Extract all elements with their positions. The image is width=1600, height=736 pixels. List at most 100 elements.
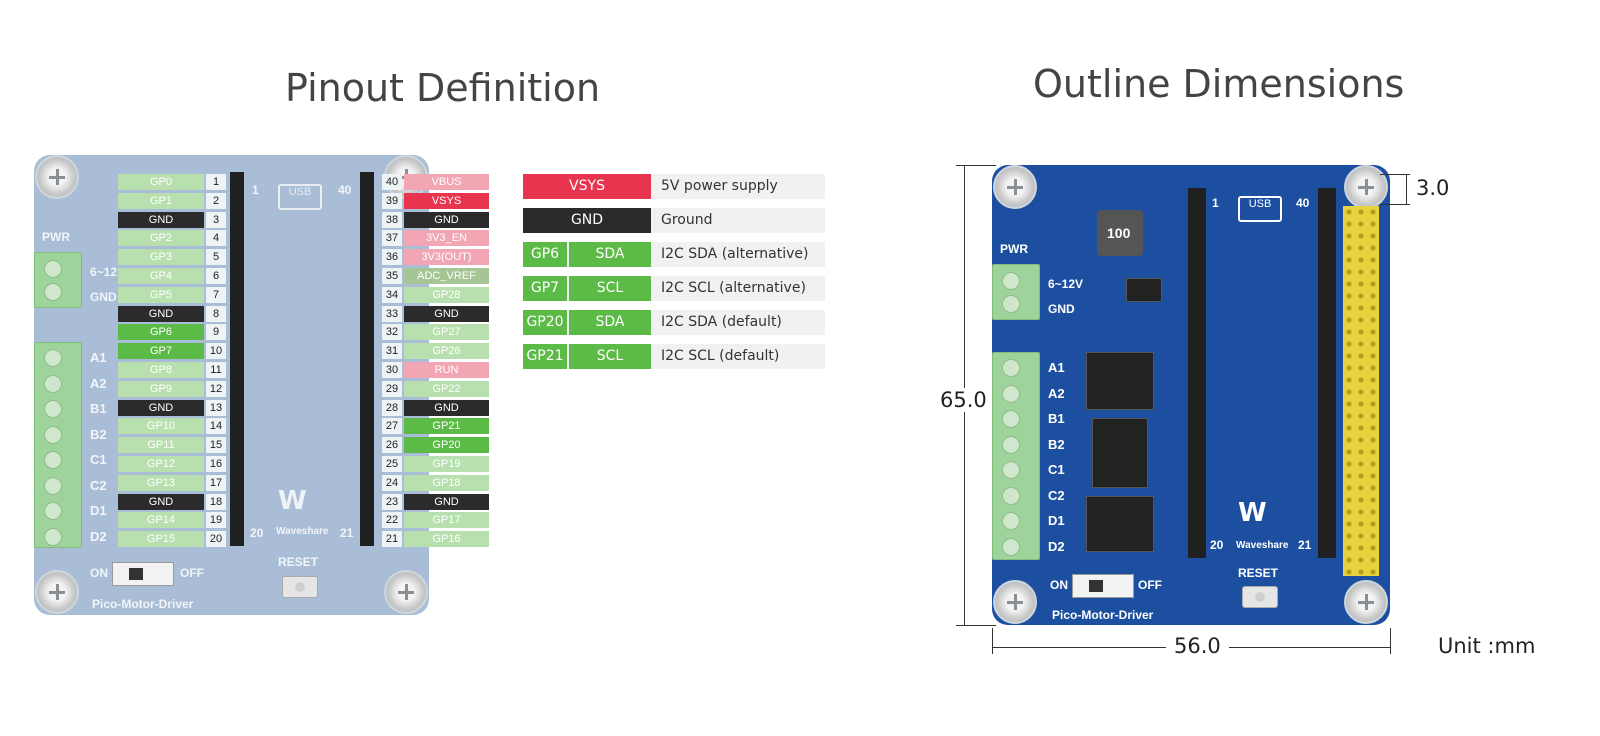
pin-number: 25 <box>382 456 402 472</box>
screw-icon <box>35 155 79 199</box>
pin-label: GP26 <box>404 343 489 360</box>
brand-label: Waveshare <box>276 526 329 537</box>
pin1-label: 1 <box>1212 196 1219 210</box>
legend-pin: GP6 <box>523 242 567 267</box>
on-label: ON <box>1050 578 1068 592</box>
pin-number: 9 <box>206 324 226 341</box>
pin-number: 21 <box>382 531 402 548</box>
pin-number: 2 <box>206 192 226 209</box>
legend-row: GND Ground <box>523 208 825 233</box>
height-dimension: 65.0 <box>940 388 987 412</box>
pin-number: 17 <box>206 474 226 491</box>
motor-label: D2 <box>1048 538 1065 554</box>
screw-icon <box>993 165 1037 209</box>
brand-label: Waveshare <box>1236 540 1289 551</box>
power-terminal <box>34 252 82 308</box>
legend-description: I2C SCL (alternative) <box>661 280 806 296</box>
unit-label: Unit :mm <box>1438 634 1536 658</box>
motor-terminal <box>34 342 82 548</box>
terminal-screw-icon <box>1002 410 1020 428</box>
legend-description: I2C SCL (default) <box>661 348 780 364</box>
pin-header-male <box>1343 206 1379 576</box>
pin-label: GP17 <box>404 512 489 529</box>
off-label: OFF <box>1138 578 1162 592</box>
terminal-screw-icon <box>1002 537 1020 556</box>
terminal-screw-icon <box>44 349 62 367</box>
pin-number: 30 <box>382 362 402 378</box>
legend-description: 5V power supply <box>661 178 778 194</box>
pin-number: 40 <box>382 174 402 190</box>
pin20-label: 20 <box>250 526 264 540</box>
pin-label: GP1 <box>118 192 204 209</box>
board-name: Pico-Motor-Driver <box>92 597 194 611</box>
legend-pin: GND <box>523 208 651 233</box>
motor-label: D1 <box>1048 513 1065 528</box>
terminal-screw-icon <box>44 374 62 393</box>
pin-label: 3V3_EN <box>404 230 489 247</box>
motor-label: A1 <box>1048 360 1065 375</box>
pinout-title: Pinout Definition <box>285 66 601 110</box>
pin-number: 29 <box>382 380 402 397</box>
pin-label: GP16 <box>404 531 489 548</box>
power-switch <box>1072 574 1134 598</box>
motor-label: B2 <box>90 426 107 442</box>
outline-title: Outline Dimensions <box>1033 62 1405 106</box>
pin-label: GP19 <box>404 456 489 472</box>
height-tick-top <box>956 165 996 166</box>
width-tick-right <box>1390 628 1391 654</box>
pin-label: GP6 <box>118 324 204 341</box>
pin-label: GP0 <box>118 174 204 190</box>
pin-label: GP15 <box>118 531 204 548</box>
pin-number: 3 <box>206 211 226 228</box>
pwr-label: PWR <box>1000 242 1028 256</box>
reset-label: RESET <box>278 555 319 569</box>
pin-number: 10 <box>206 343 226 360</box>
pin-number: 8 <box>206 305 226 322</box>
terminal-screw-icon <box>44 476 62 495</box>
pin20-label: 20 <box>1210 538 1224 552</box>
pin-label: ADC_VREF <box>404 268 489 284</box>
pin-number: 28 <box>382 399 402 416</box>
motor-label: C2 <box>1048 487 1065 503</box>
pin-number: 5 <box>206 249 226 266</box>
pin-number: 31 <box>382 343 402 360</box>
hole-dimension-line <box>1406 174 1407 204</box>
driver-chip <box>1086 496 1154 552</box>
vin-label: 6~12 <box>90 265 118 279</box>
motor-label: B1 <box>90 401 107 416</box>
pin-label: GP10 <box>118 418 204 435</box>
pin-number: 12 <box>206 380 226 397</box>
motor-label: A2 <box>1048 385 1065 401</box>
hole-dimension: 3.0 <box>1416 176 1450 200</box>
pin-label: GP11 <box>118 437 204 454</box>
pin-label: GP21 <box>404 418 489 435</box>
pin-number: 34 <box>382 286 402 303</box>
hole-tick-bottom <box>1380 204 1410 205</box>
right-header <box>1318 188 1336 558</box>
pwr-label: PWR <box>42 230 70 244</box>
pin-number: 27 <box>382 418 402 435</box>
usb-label: USB <box>1248 198 1272 210</box>
pin-number: 16 <box>206 456 226 472</box>
pin-label: GND <box>404 493 489 510</box>
pin-number: 38 <box>382 211 402 228</box>
motor-label: C1 <box>90 452 107 467</box>
pin-number: 33 <box>382 305 402 322</box>
terminal-screw-icon <box>44 425 62 444</box>
motor-label: C1 <box>1048 462 1065 477</box>
motor-label: B1 <box>1048 411 1065 426</box>
board-name: Pico-Motor-Driver <box>1052 608 1154 622</box>
motor-label: A2 <box>90 375 107 391</box>
usb-label: USB <box>288 186 312 198</box>
motor-label: D1 <box>90 503 107 518</box>
waveshare-logo: W <box>1238 498 1267 528</box>
legend-pin: VSYS <box>523 174 651 199</box>
pin-number: 24 <box>382 474 402 491</box>
gnd-label: GND <box>1048 302 1075 316</box>
terminal-screw-icon <box>44 451 62 469</box>
reset-button <box>1242 586 1278 608</box>
pin-number: 22 <box>382 512 402 529</box>
legend-description: Ground <box>661 212 713 228</box>
pin-label: GP7 <box>118 343 204 360</box>
screw-icon <box>384 570 428 614</box>
